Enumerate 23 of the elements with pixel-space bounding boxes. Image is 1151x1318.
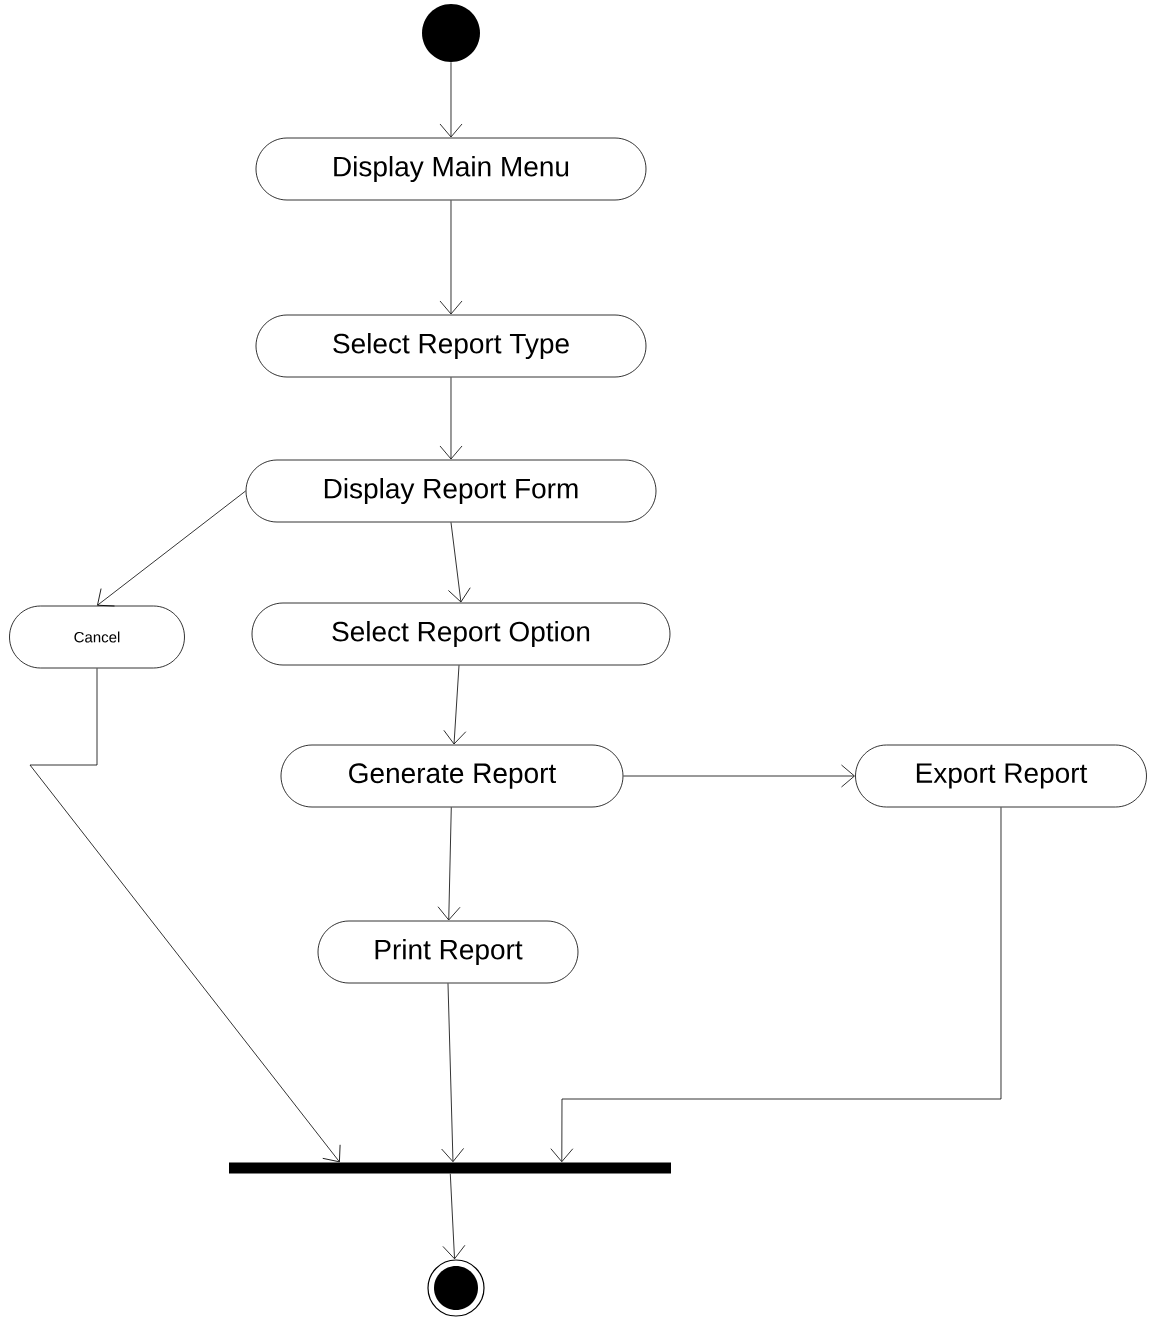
arrow bbox=[439, 200, 463, 315]
arrow bbox=[442, 1173, 466, 1260]
arrow bbox=[441, 983, 464, 1163]
action-box: Display Report Form bbox=[245, 459, 657, 523]
action-box: Print Report bbox=[317, 920, 579, 984]
action-box: Display Main Menu bbox=[255, 137, 647, 201]
start-node bbox=[422, 4, 480, 62]
arrow bbox=[623, 764, 855, 788]
arrow bbox=[97, 490, 246, 607]
arrow bbox=[439, 61, 463, 138]
arrow bbox=[448, 522, 471, 603]
arrow bbox=[29, 668, 341, 1163]
join-bar bbox=[229, 1162, 671, 1174]
cancel-box: Cancel bbox=[9, 605, 185, 669]
action-box: Select Report Type bbox=[255, 314, 647, 378]
action-box: Export Report bbox=[855, 744, 1147, 808]
action-box: Generate Report bbox=[280, 744, 624, 808]
arrow bbox=[439, 377, 463, 460]
action-box: Select Report Option bbox=[251, 602, 671, 666]
arrow bbox=[550, 807, 1002, 1163]
end-node bbox=[427, 1259, 485, 1317]
arrow bbox=[437, 807, 461, 921]
arrow bbox=[443, 665, 467, 745]
